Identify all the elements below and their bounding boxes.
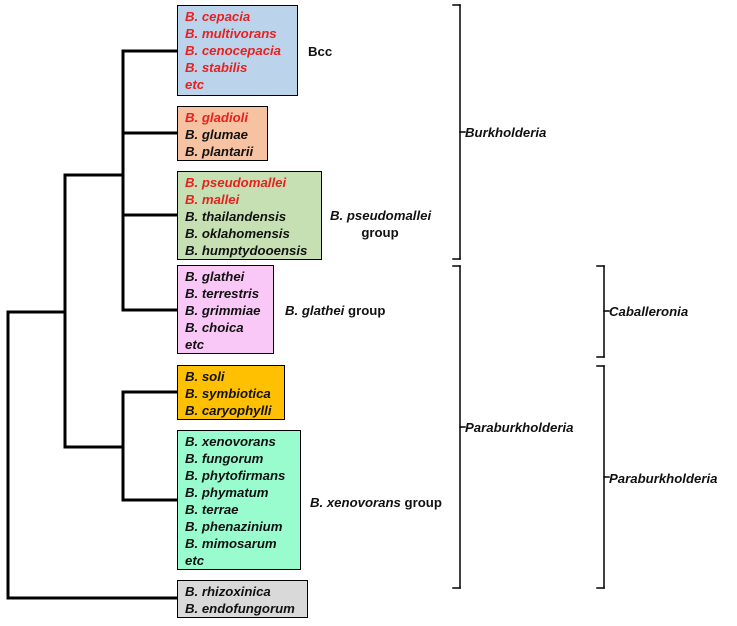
species-name: B. choica	[185, 320, 244, 335]
xenovorans-label-genus: B. xenovorans	[310, 495, 401, 510]
paraburkholderia-right-genus-label: Paraburkholderia	[609, 471, 718, 486]
species-name: B. oklahomensis	[185, 226, 290, 241]
species-name: B. stabilis	[185, 60, 248, 75]
bcc-label: Bcc	[308, 43, 332, 60]
species-name: B. terrae	[185, 502, 239, 517]
paraburkholderia-left-genus-label: Paraburkholderia	[465, 420, 574, 435]
species-name: etc	[185, 77, 205, 92]
species-name: B. glathei	[185, 269, 245, 284]
caballeronia-genus-label: Caballeronia	[609, 304, 689, 319]
species-name: B. phenazinium	[185, 519, 283, 534]
species-name: B. glumae	[185, 127, 249, 142]
species-name: B. xenovorans	[185, 434, 276, 449]
soli-box: B. soli B. symbiotica B. caryophylli	[177, 365, 285, 420]
rhizoxinica-box: B. rhizoxinica B. endofungorum	[177, 580, 308, 618]
glathei-label-rest: group	[344, 303, 386, 318]
species-name: B. mimosarum	[185, 536, 277, 551]
species-name: etc	[185, 553, 205, 568]
species-name: B. pseudomallei	[185, 175, 287, 190]
pseudomallei-label-genus: B. pseudomallei	[330, 208, 432, 223]
species-name: B. thailandensis	[185, 209, 287, 224]
glathei-box: B. glathei B. terrestris B. grimmiae B. cho…	[177, 265, 274, 354]
species-name: B. gladioli	[185, 110, 249, 125]
species-name: B. phytofirmans	[185, 468, 286, 483]
species-name: B. cenocepacia	[185, 43, 282, 58]
pseudomallei-group-label: B. pseudomallei group	[330, 207, 432, 241]
pseudomallei-box: B. pseudomallei B. mallei B. thailandensis…	[177, 171, 322, 260]
pseudomallei-label-rest: group	[361, 225, 399, 240]
species-name: B. terrestris	[185, 286, 260, 301]
bcc-label-rest: Bcc	[308, 44, 333, 59]
species-name: B. plantarii	[185, 144, 254, 159]
species-name: B. soli	[185, 369, 225, 384]
species-name: B. multivorans	[185, 26, 277, 41]
species-name: B. symbiotica	[185, 386, 271, 401]
glathei-group-label: B. glathei group	[285, 302, 385, 319]
gladioli-box: B. gladioli B. glumae B. plantarii	[177, 106, 268, 161]
species-name: B. caryophylli	[185, 403, 272, 418]
species-name: B. cepacia	[185, 9, 251, 24]
species-name: etc	[185, 337, 205, 352]
species-name: B. grimmiae	[185, 303, 261, 318]
species-name: B. rhizoxinica	[185, 584, 271, 599]
xenovorans-group-label: B. xenovorans group	[310, 494, 442, 511]
species-name: B. phymatum	[185, 485, 269, 500]
species-name: B. mallei	[185, 192, 240, 207]
species-name: B. humptydooensis	[185, 243, 308, 258]
species-name: B. fungorum	[185, 451, 264, 466]
burkholderia-genus-label: Burkholderia	[465, 125, 547, 140]
glathei-label-genus: B. glathei	[285, 303, 345, 318]
species-name: B. endofungorum	[185, 601, 295, 616]
xenovorans-label-rest: group	[400, 495, 442, 510]
